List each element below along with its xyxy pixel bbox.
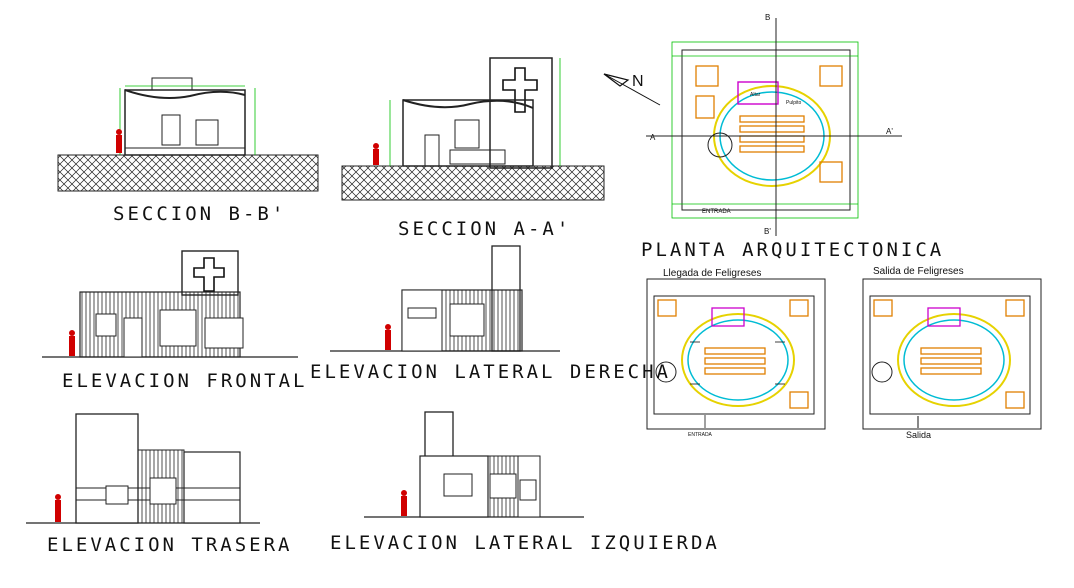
entrance-label: ENTRADA <box>702 209 731 215</box>
altar-label: Altar <box>750 92 761 98</box>
cut-b2-label: B' <box>764 227 771 236</box>
floor-plan-title: PLANTA ARQUITECTONICA <box>641 239 944 261</box>
front-elevation-drawing <box>42 250 298 358</box>
exit-plan-title: Salida de Feligreses <box>873 266 964 277</box>
arrival-plan-title: Llegada de Feligreses <box>663 268 761 279</box>
north-label: N <box>632 73 644 90</box>
front-elevation-title: ELEVACION FRONTAL <box>62 370 307 392</box>
left-elevation-drawing <box>364 411 584 518</box>
exit-marker-label: Salida <box>906 430 931 440</box>
rear-elevation-title: ELEVACION TRASERA <box>47 534 292 556</box>
right-elevation-drawing <box>330 245 560 352</box>
cut-b-label: B <box>765 13 770 22</box>
cut-a-label: A <box>650 133 656 142</box>
pulpit-label: Pulpito <box>786 100 802 106</box>
left-elevation-title: ELEVACION LATERAL IZQUIERDA <box>330 532 720 554</box>
north-arrow: N <box>603 73 661 106</box>
arrival-circulation-plan: ENTRADA <box>646 278 826 438</box>
rear-elevation-drawing <box>26 413 260 524</box>
cut-a2-label: A' <box>886 127 893 136</box>
section-bb-drawing <box>57 77 319 192</box>
floor-plan-main: B B' A A' ENTRADA Altar Pulpito <box>646 13 902 236</box>
human-scale-figure <box>116 129 122 153</box>
arrival-entrance-label: ENTRADA <box>688 432 713 438</box>
right-elevation-title: ELEVACION LATERAL DERECHA <box>310 361 671 383</box>
exit-circulation-plan <box>862 278 1042 430</box>
section-aa-title: SECCION A-A' <box>398 218 571 240</box>
section-bb-title: SECCION B-B' <box>113 203 286 225</box>
section-aa-drawing <box>341 57 605 201</box>
